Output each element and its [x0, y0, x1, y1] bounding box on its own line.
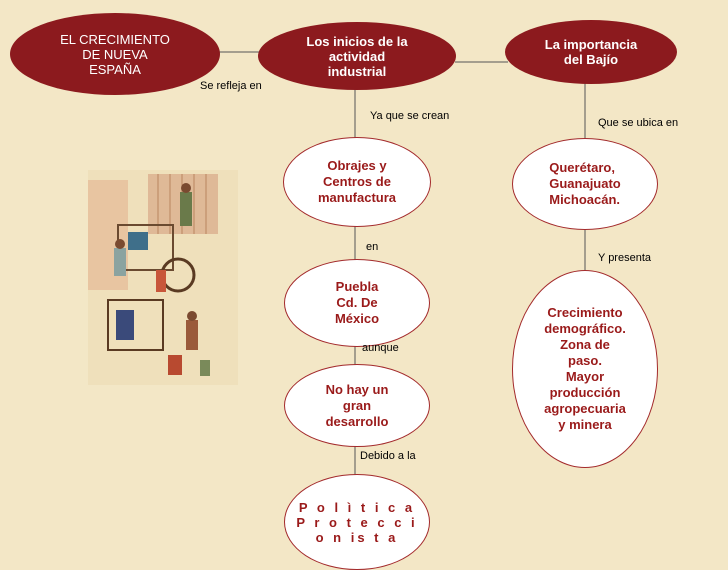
- node-crecimiento-text: Crecimiento demográfico. Zona de paso. M…: [544, 305, 626, 432]
- concept-map: EL CRECIMIENTO DE NUEVA ESPAÑA Los inici…: [10, 13, 679, 570]
- link-label-que-se-ubica: Que se ubica en: [598, 117, 679, 129]
- node-no-hay-desarrollo: No hay un gran desarrollo: [284, 364, 430, 447]
- node-crecimiento-nueva-espana: EL CRECIMIENTO DE NUEVA ESPAÑA: [10, 13, 220, 95]
- node-crecimiento-nueva-espana-text: EL CRECIMIENTO DE NUEVA ESPAÑA: [60, 31, 170, 77]
- node-obrajes-text: Obrajes y Centros de manufactura: [317, 158, 397, 205]
- link-label-se-refleja: Se refleja en: [200, 80, 262, 92]
- link-label-debido: Debido a la: [360, 450, 416, 462]
- node-crecimiento-demografico: Crecimiento demográfico. Zona de paso. M…: [512, 270, 658, 468]
- link-label-y-presenta: Y presenta: [598, 252, 652, 264]
- connector-lines: [215, 51, 586, 476]
- node-puebla-mexico: Puebla Cd. De México: [284, 259, 430, 347]
- node-inicios-text: Los inicios de la actividad industrial: [306, 33, 408, 79]
- link-label-ya-que: Ya que se crean: [370, 110, 450, 122]
- node-desarrollo-text: No hay un gran desarrollo: [325, 381, 389, 429]
- node-puebla-text: Puebla Cd. De México: [334, 279, 380, 326]
- node-politica-proteccionista: P o l ì t i c a P r o t e c c i o n is t…: [284, 474, 430, 570]
- node-obrajes: Obrajes y Centros de manufactura: [283, 137, 431, 227]
- node-queretaro-text: Querétaro, Guanajuato Michoacán.: [549, 160, 621, 207]
- link-label-aunque: aunque: [362, 342, 399, 354]
- node-queretaro-guanajuato-michoacan: Querétaro, Guanajuato Michoacán.: [512, 138, 658, 230]
- node-importancia-bajio: La importancia del Bajío: [505, 20, 677, 84]
- node-bajio-text: La importancia del Bajío: [544, 37, 638, 67]
- link-label-en: en: [366, 241, 379, 253]
- weaving-workshop-illustration: [88, 170, 238, 385]
- node-inicios-actividad-industrial: Los inicios de la actividad industrial: [258, 22, 456, 90]
- node-politica-text: P o l ì t i c a P r o t e c c i o n is t…: [296, 499, 418, 545]
